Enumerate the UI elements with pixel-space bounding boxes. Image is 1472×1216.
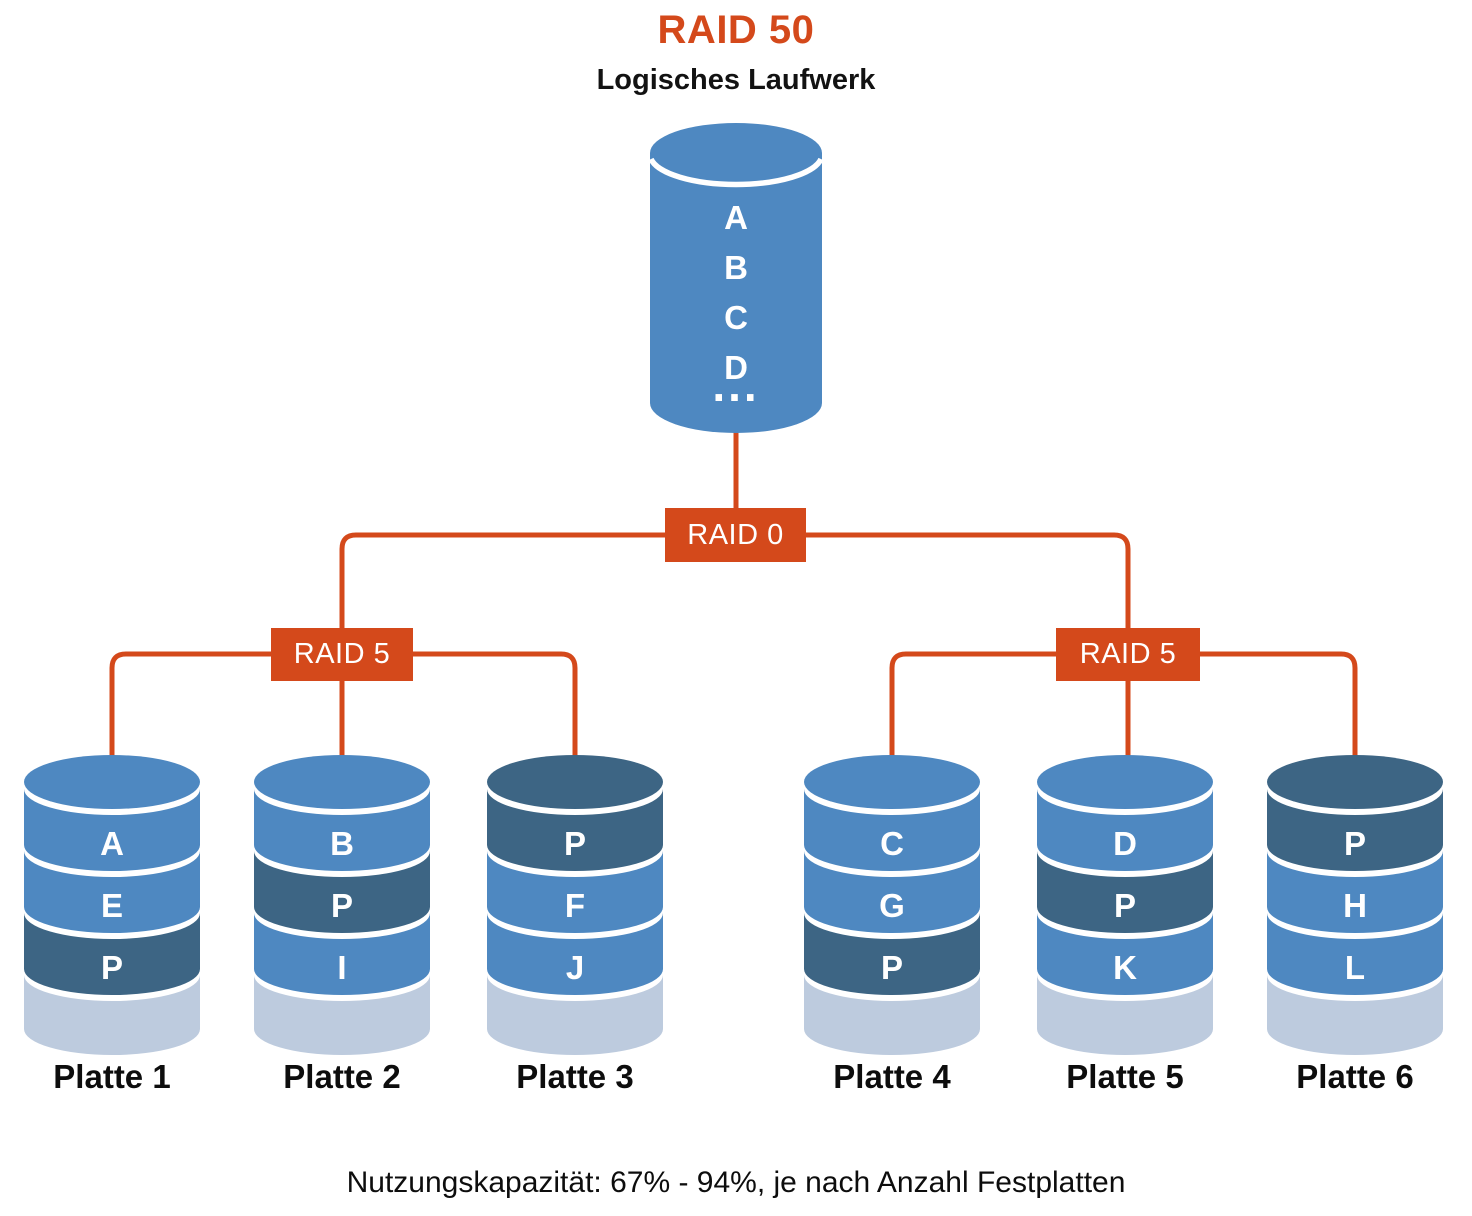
disk-segment [487,851,663,933]
disk-platte-4: C G P [804,755,980,1070]
disk-label: Platte 3 [516,1058,634,1095]
connector-raid0-to-raid5-left [339,532,665,632]
segment-letter: C [880,825,904,862]
connector-raid5l-to-disk3 [413,651,578,772]
segment-letter: D [1113,825,1137,862]
disk-platte-6: P H L [1267,755,1443,1070]
segment-letter: P [101,949,123,986]
capacity-caption: Nutzungskapazität: 67% - 94%, je nach An… [346,1166,1126,1199]
disk-segment-parity [1267,789,1443,871]
segment-letter: K [1113,949,1137,986]
disk-segment [1037,913,1213,995]
disk-segment [804,851,980,933]
disk-platte-2: B P I [254,755,430,1070]
disk-segment [1267,913,1443,995]
disk-segment [254,913,430,995]
segment-letter: J [566,949,584,986]
raid5-right-label: RAID 5 [1079,638,1177,670]
segment-letter: P [1114,887,1136,924]
connector-raid0-to-raid5-right [806,532,1131,632]
disk-label: Platte 1 [53,1058,171,1095]
disk-label: Platte 6 [1296,1058,1414,1095]
raid0-label: RAID 0 [687,518,784,551]
raid0-node: RAID 0 [665,508,806,562]
disk-reflection [1037,975,1213,1055]
disk-reflection [487,975,663,1055]
connector-raid5r-to-disk6 [1200,651,1358,772]
block-letter: D [724,349,748,386]
block-letter: C [724,299,748,336]
block-letter: A [724,199,748,236]
block-ellipsis: ... [712,359,759,411]
disk-segment [487,913,663,995]
logical-drive-cylinder: A B C D ... [648,123,824,439]
disk-segment [1267,851,1443,933]
disk-segment-parity [254,851,430,933]
disk-segment [1037,789,1213,871]
segment-letter: F [565,887,585,924]
disk-platte-3: P F J [487,755,663,1070]
segment-letter: E [101,887,123,924]
segment-letter: P [1344,825,1366,862]
segment-letter: L [1345,949,1365,986]
disk-label: Platte 5 [1066,1058,1184,1095]
segment-letter: G [879,887,905,924]
disk-platte-5: D P K [1037,755,1213,1070]
segment-letter: I [337,949,346,986]
disk-segment [24,789,200,871]
segment-letter: H [1343,887,1367,924]
disk-reflection [1267,975,1443,1055]
raid5-left-label: RAID 5 [293,638,391,670]
logical-drive-title: Logisches Laufwerk [596,64,876,96]
disk-label: Platte 2 [283,1058,401,1095]
connector-raid5r-to-disk4 [889,651,1056,772]
disk-segment [804,789,980,871]
disk-segment-parity [804,913,980,995]
disk-reflection [24,975,200,1055]
disk-segment-parity [1037,851,1213,933]
disk-segment [254,789,430,871]
segment-letter: P [331,887,353,924]
disk-reflection [804,975,980,1055]
raid5-right-node: RAID 5 [1056,628,1200,681]
connector-raid5l-to-disk1 [109,651,271,772]
disk-segment [24,851,200,933]
segment-letter: B [330,825,354,862]
raid5-left-node: RAID 5 [271,628,413,681]
segment-letter: A [100,825,124,862]
disk-label: Platte 4 [833,1058,951,1095]
segment-letter: P [881,949,903,986]
segment-letter: P [564,825,586,862]
disk-reflection [254,975,430,1055]
disk-segment-parity [24,913,200,995]
disk-segment-parity [487,789,663,871]
disk-platte-1: A E P [24,755,200,1070]
page-title: RAID 50 [657,8,815,52]
block-letter: B [724,249,748,286]
